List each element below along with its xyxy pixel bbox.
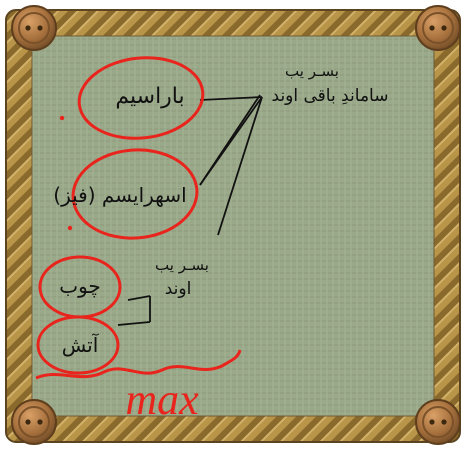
- wooden-button-icon: [12, 400, 56, 444]
- wooden-button-icon: [416, 6, 460, 50]
- note-word-3: چوب: [59, 274, 101, 298]
- note-mid-line2: اوند: [165, 279, 192, 299]
- red-dot: [68, 226, 72, 230]
- red-dot: [60, 116, 64, 120]
- wooden-button-icon: [416, 400, 460, 444]
- note-top-line1: بسـر یب: [285, 62, 339, 80]
- note-top-line2: ساماندِ باقی اوند: [272, 86, 389, 106]
- note-mid-line1: بسـر یب: [155, 256, 209, 274]
- note-word-2: اسهرایسم (فیز): [53, 183, 186, 207]
- wooden-button-icon: [12, 6, 56, 50]
- note-word-4: آتش: [62, 332, 100, 357]
- max-label: max: [125, 375, 199, 424]
- note-word-1: باراسیم: [115, 84, 184, 109]
